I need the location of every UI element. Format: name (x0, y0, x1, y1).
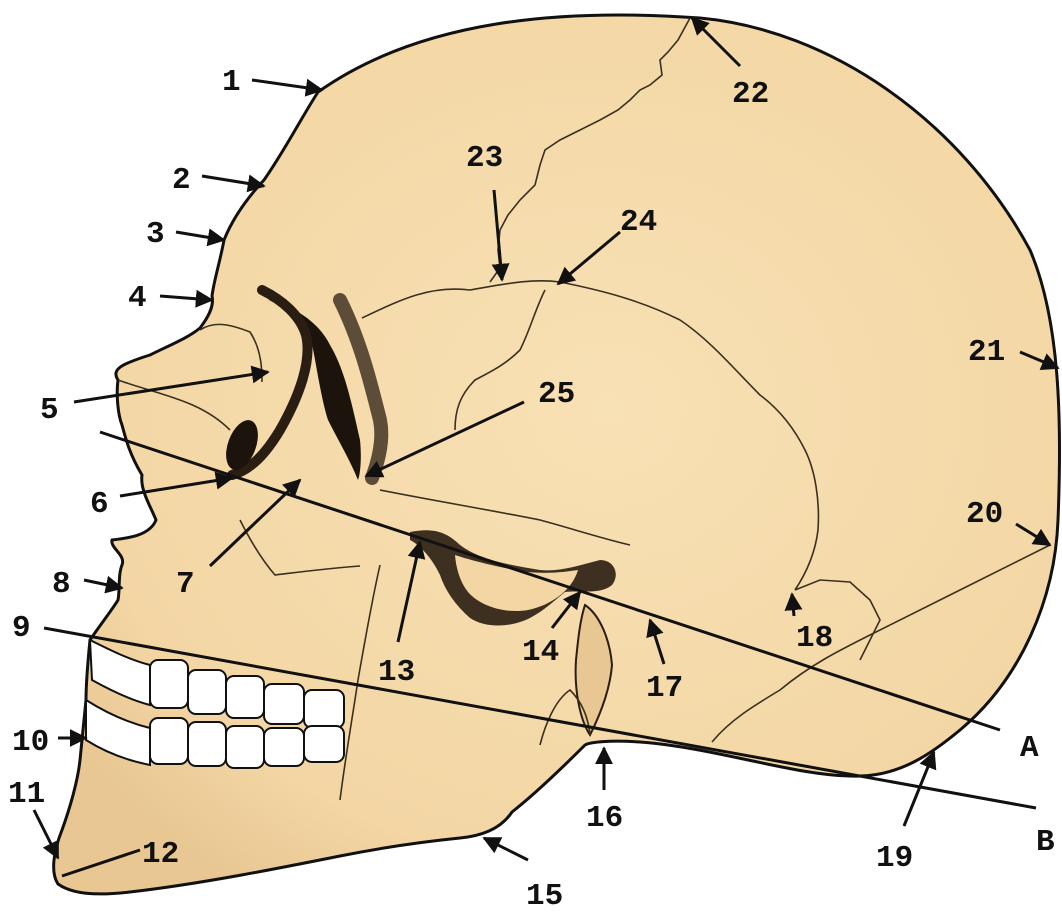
label-13: 13 (378, 655, 415, 690)
label-14: 14 (522, 635, 559, 670)
label-7: 7 (176, 567, 195, 602)
pointer-15 (484, 838, 528, 860)
pointer-18 (792, 594, 794, 616)
label-20: 20 (966, 497, 1003, 532)
label-24: 24 (620, 205, 657, 240)
label-23: 23 (466, 141, 503, 176)
label-line-b: B (1036, 825, 1055, 860)
label-18: 18 (796, 621, 833, 656)
label-2: 2 (172, 163, 191, 198)
label-1: 1 (222, 65, 241, 100)
pointer-4 (160, 296, 212, 300)
label-16: 16 (586, 801, 623, 836)
label-22: 22 (732, 77, 769, 112)
label-17: 17 (646, 671, 683, 706)
label-9: 9 (12, 611, 31, 646)
label-4: 4 (128, 281, 147, 316)
pointer-2 (202, 176, 264, 186)
label-12: 12 (142, 837, 179, 872)
label-5: 5 (40, 393, 59, 428)
label-19: 19 (876, 841, 913, 876)
label-15: 15 (526, 879, 563, 914)
label-8: 8 (52, 567, 71, 602)
label-21: 21 (968, 335, 1005, 370)
label-10: 10 (12, 725, 49, 760)
label-line-a: A (1020, 731, 1039, 766)
pointer-1 (252, 80, 322, 90)
pointer-11 (34, 810, 58, 858)
label-6: 6 (90, 487, 109, 522)
label-11: 11 (8, 777, 45, 812)
label-3: 3 (146, 217, 165, 252)
pointer-8 (84, 580, 122, 588)
label-25: 25 (538, 377, 575, 412)
pointer-3 (176, 232, 224, 240)
